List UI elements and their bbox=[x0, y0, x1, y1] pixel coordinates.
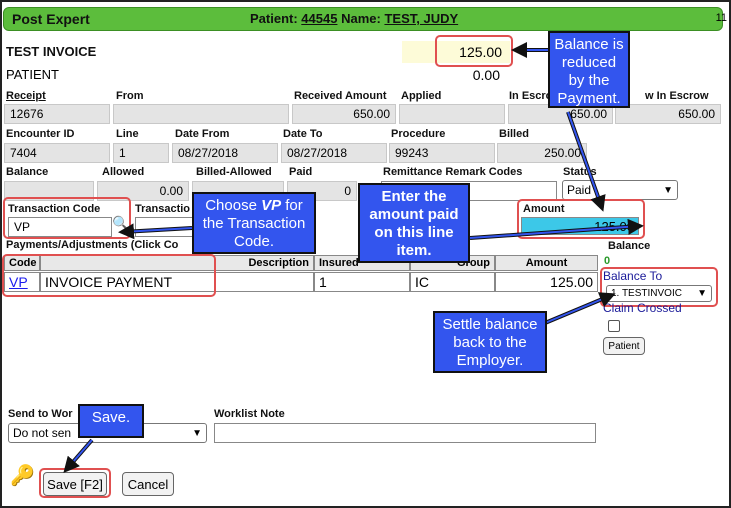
balance-remaining-value: 0 bbox=[604, 255, 611, 267]
table-row-insured: 1 bbox=[314, 272, 410, 292]
arrow-save bbox=[63, 438, 94, 474]
receipt-field: 12676 bbox=[4, 104, 110, 124]
patient-id[interactable]: 44545 bbox=[301, 11, 338, 26]
remittance-remark-label: Remittance Remark Codes bbox=[383, 166, 523, 178]
transaction-code-highlight bbox=[3, 197, 131, 239]
new-in-escrow-label: w In Escrow bbox=[645, 90, 709, 102]
from-field bbox=[113, 104, 289, 124]
callout-balance-reduced: Balance is reduced by the Payment. bbox=[548, 31, 630, 108]
balance-label: Balance bbox=[6, 166, 49, 178]
claim-crossed-checkbox[interactable] bbox=[608, 320, 620, 332]
transaction-code-label: Transaction Code bbox=[8, 203, 101, 215]
send-to-worklist-label: Send to Wor bbox=[8, 408, 73, 420]
invoice-subtitle: PATIENT bbox=[6, 67, 59, 82]
app-title: Post Expert bbox=[12, 11, 90, 27]
col-description: Description bbox=[40, 255, 314, 271]
line-field: 1 bbox=[113, 143, 169, 163]
patient-header: Patient: 44545 Name: TEST, JUDY bbox=[250, 11, 459, 26]
chevron-down-icon: ▼ bbox=[192, 427, 202, 439]
allowed-label: Allowed bbox=[102, 166, 145, 178]
procedure-label: Procedure bbox=[391, 128, 446, 140]
title-bar: Post Expert Patient: 44545 Name: TEST, J… bbox=[3, 7, 723, 31]
callout-enter-amount: Enter the amount paid on this line item. bbox=[358, 183, 470, 263]
table-row-description: INVOICE PAYMENT bbox=[40, 272, 314, 292]
applied-label: Applied bbox=[401, 90, 442, 102]
arrow-escrow bbox=[566, 111, 606, 212]
row-code-link[interactable]: VP bbox=[9, 274, 28, 290]
balance-field bbox=[4, 181, 94, 201]
callout-settle-balance: Settle balance back to the Employer. bbox=[433, 311, 547, 373]
payments-section-label: Payments/Adjustments (Click Co bbox=[6, 239, 179, 251]
balance-remaining-label: Balance bbox=[608, 240, 651, 252]
transaction-label: Transactio bbox=[135, 203, 191, 215]
invoice-title: TEST INVOICE bbox=[6, 44, 97, 59]
table-row-code[interactable]: VP bbox=[4, 272, 40, 292]
worklist-note-label: Worklist Note bbox=[214, 408, 285, 420]
invoice-sub-amount: 0.00 bbox=[472, 67, 500, 83]
line-label: Line bbox=[116, 128, 139, 140]
arrow-settle bbox=[544, 292, 616, 325]
encounter-id-label: Encounter ID bbox=[6, 128, 75, 140]
invoice-amount: 125.00 bbox=[402, 41, 510, 63]
billed-label: Billed bbox=[499, 128, 529, 140]
table-row-amount: 125.00 bbox=[495, 272, 598, 292]
billed-field: 250.00 bbox=[497, 143, 587, 163]
balance-to-select[interactable]: 1. TESTINVOIC▼ bbox=[606, 285, 712, 302]
callout-save: Save. bbox=[78, 404, 144, 438]
amount-label: Amount bbox=[523, 203, 565, 215]
keys-icon: 🔑 bbox=[10, 465, 35, 487]
date-from-field: 08/27/2018 bbox=[172, 143, 278, 163]
worklist-note-input[interactable] bbox=[214, 423, 596, 443]
from-label: From bbox=[116, 90, 144, 102]
paid-label: Paid bbox=[289, 166, 313, 178]
claim-crossed-label: Claim Crossed bbox=[603, 301, 682, 315]
balance-to-highlight bbox=[600, 267, 718, 307]
chevron-down-icon: ▼ bbox=[663, 184, 673, 196]
receipt-label: Receipt bbox=[6, 90, 46, 102]
received-amount-label: Received Amount bbox=[294, 90, 387, 102]
in-escrow-label: In Escro bbox=[509, 90, 553, 102]
payments-code-highlight bbox=[2, 254, 216, 297]
save-button[interactable]: Save [F2] bbox=[43, 472, 107, 496]
arrow-amount bbox=[469, 218, 644, 240]
encounter-id-field: 7404 bbox=[4, 143, 110, 163]
patient-button[interactable]: Patient bbox=[603, 337, 645, 355]
billed-allowed-label: Billed-Allowed bbox=[196, 166, 272, 178]
allowed-field: 0.00 bbox=[97, 181, 189, 201]
patient-name[interactable]: TEST, JUDY bbox=[384, 11, 459, 26]
amount-highlight bbox=[517, 199, 645, 239]
cancel-button[interactable]: Cancel bbox=[122, 472, 174, 496]
corner-text: 11 bbox=[715, 12, 727, 24]
date-to-label: Date To bbox=[283, 128, 323, 140]
received-amount-field: 650.00 bbox=[292, 104, 396, 124]
applied-field bbox=[399, 104, 505, 124]
procedure-field: 99243 bbox=[389, 143, 495, 163]
arrow-transaction-code bbox=[118, 223, 193, 240]
date-to-field: 08/27/2018 bbox=[281, 143, 387, 163]
balance-to-label: Balance To bbox=[603, 269, 663, 283]
callout-choose-vp: Choose VP for the Transaction Code. bbox=[192, 192, 316, 254]
transaction-code-input[interactable]: VP bbox=[8, 217, 112, 237]
new-in-escrow-field: 650.00 bbox=[615, 104, 721, 124]
chevron-down-icon: ▼ bbox=[697, 288, 707, 299]
col-amount: Amount bbox=[495, 255, 598, 271]
table-row-group: IC bbox=[410, 272, 495, 292]
date-from-label: Date From bbox=[175, 128, 230, 140]
